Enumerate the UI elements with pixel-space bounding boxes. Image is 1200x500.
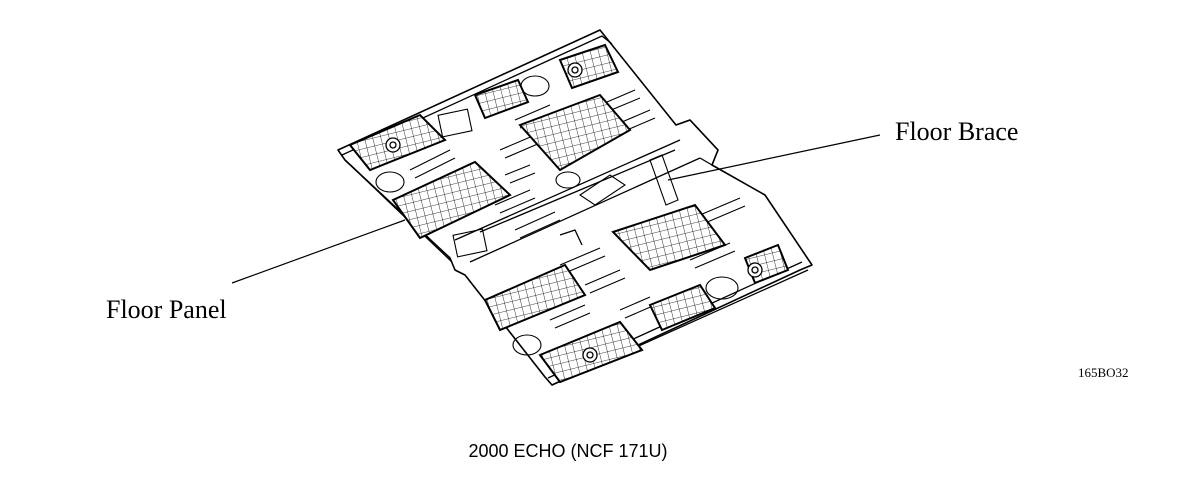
- floor-brace-leader: [667, 134, 881, 181]
- rear-pad-center: [473, 78, 530, 120]
- floor-panel-leader: [231, 219, 406, 284]
- figure-code: 165BO32: [1078, 365, 1129, 380]
- floor-brace-pad-lower: [611, 203, 727, 272]
- floor-panel-label: Floor Panel: [106, 295, 227, 324]
- front-pad-left: [483, 263, 587, 332]
- front-pad-right: [648, 283, 717, 332]
- diagram-caption: 2000 ECHO (NCF 171U): [468, 441, 667, 461]
- floor-panel-pad: [391, 160, 512, 240]
- floor-brace-label: Floor Brace: [895, 117, 1018, 146]
- floor-brace-pad-upper: [518, 93, 632, 172]
- pad-bosses: [385, 62, 763, 363]
